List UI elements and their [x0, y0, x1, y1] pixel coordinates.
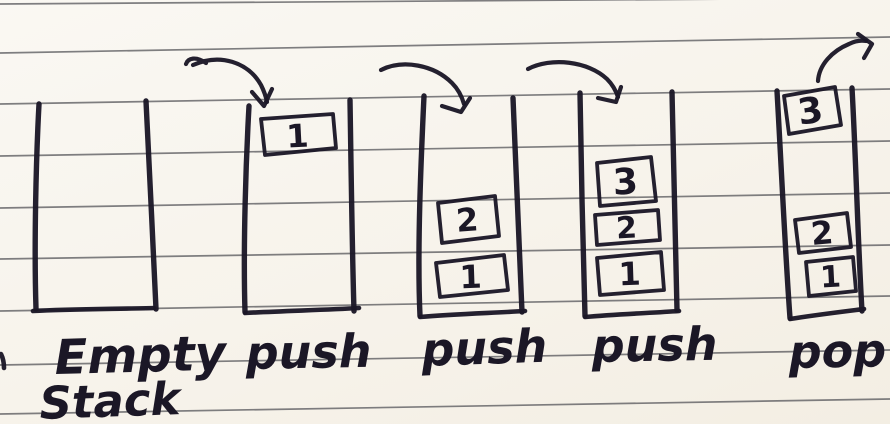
ruled-line	[0, 88, 890, 105]
stack-item-value: 2	[455, 200, 480, 239]
stage-push-1: 1 push	[183, 56, 372, 380]
item-box-outline	[434, 253, 510, 299]
ruled-line	[0, 36, 890, 54]
stack-outline-left	[577, 90, 588, 319]
stack-outline-right	[143, 98, 159, 312]
popped-item-value: 3	[795, 90, 826, 134]
stack-item-box: 1	[804, 255, 858, 298]
stack-outline-left	[241, 103, 252, 315]
stage-empty-stack: Empty Stack	[30, 98, 229, 424]
ruled-line	[0, 398, 890, 415]
stack-outline-bottom	[787, 306, 867, 322]
stage-push-3: 3 2 1 push	[525, 60, 718, 373]
stack-item-value: 2	[809, 213, 834, 253]
push-arrow-icon	[525, 60, 621, 100]
stack-item-box: 1	[595, 250, 666, 297]
ruled-line	[0, 349, 890, 366]
stack-item-value: 1	[618, 255, 642, 294]
stage-label: push	[590, 317, 718, 373]
stage-label: push	[244, 324, 372, 380]
stack-item-value: 2	[615, 210, 638, 246]
stack-outline-bottom	[417, 308, 528, 320]
item-box-outline	[436, 194, 501, 245]
push-arrow-icon	[378, 62, 467, 107]
stack-item-value: 1	[819, 259, 842, 295]
stage-label: push	[419, 319, 548, 377]
stack-item-value: 3	[612, 161, 639, 203]
stack-outline-left	[32, 101, 42, 312]
stack-item-value: 1	[285, 116, 309, 155]
pop-arrow-icon	[815, 38, 869, 84]
stack-item-box: 2	[793, 211, 853, 255]
popped-item-box: 3	[782, 85, 843, 136]
stack-outline-left	[416, 93, 427, 319]
push-arrowhead-icon	[439, 95, 473, 115]
item-box-outline	[259, 112, 338, 157]
stack-item-box: 2	[593, 208, 662, 247]
stage-label: pop	[787, 323, 886, 379]
stack-outline-right	[669, 89, 680, 313]
stack-item-box: 3	[595, 155, 658, 208]
item-box-outline	[593, 208, 662, 247]
stack-item-box: 2	[436, 194, 501, 245]
stack-item-box: 1	[259, 112, 338, 157]
item-box-outline	[595, 250, 666, 297]
push-arrowhead-icon	[249, 86, 275, 109]
ruled-line	[0, 0, 720, 5]
stage-pop: 3 2 1 pop	[774, 31, 887, 379]
stack-outline-right	[510, 95, 525, 315]
stack-item-value: 1	[459, 258, 483, 297]
stack-outline-left	[774, 88, 793, 321]
stage-push-2: 2 1 push	[378, 62, 548, 377]
stack-outline-bottom	[30, 305, 157, 314]
stack-item-box: 1	[434, 253, 510, 299]
stage-label: Empty	[54, 325, 229, 386]
item-box-outline	[793, 211, 853, 255]
stage-label: Stack	[39, 372, 185, 424]
ruled-line	[0, 140, 890, 157]
push-arrow-icon	[183, 56, 270, 105]
stack-outline-bottom	[582, 308, 682, 320]
item-box-outline	[782, 85, 843, 136]
stack-outline-bottom	[242, 305, 362, 316]
pop-arrowhead-icon	[855, 31, 875, 61]
stack-outline-right	[849, 85, 865, 314]
stack-outline-right	[347, 97, 357, 314]
ruled-line	[0, 244, 890, 260]
pen-smudge	[0, 351, 7, 371]
item-box-outline	[595, 155, 658, 208]
push-arrowhead-icon	[595, 84, 624, 105]
item-box-outline	[804, 255, 858, 298]
